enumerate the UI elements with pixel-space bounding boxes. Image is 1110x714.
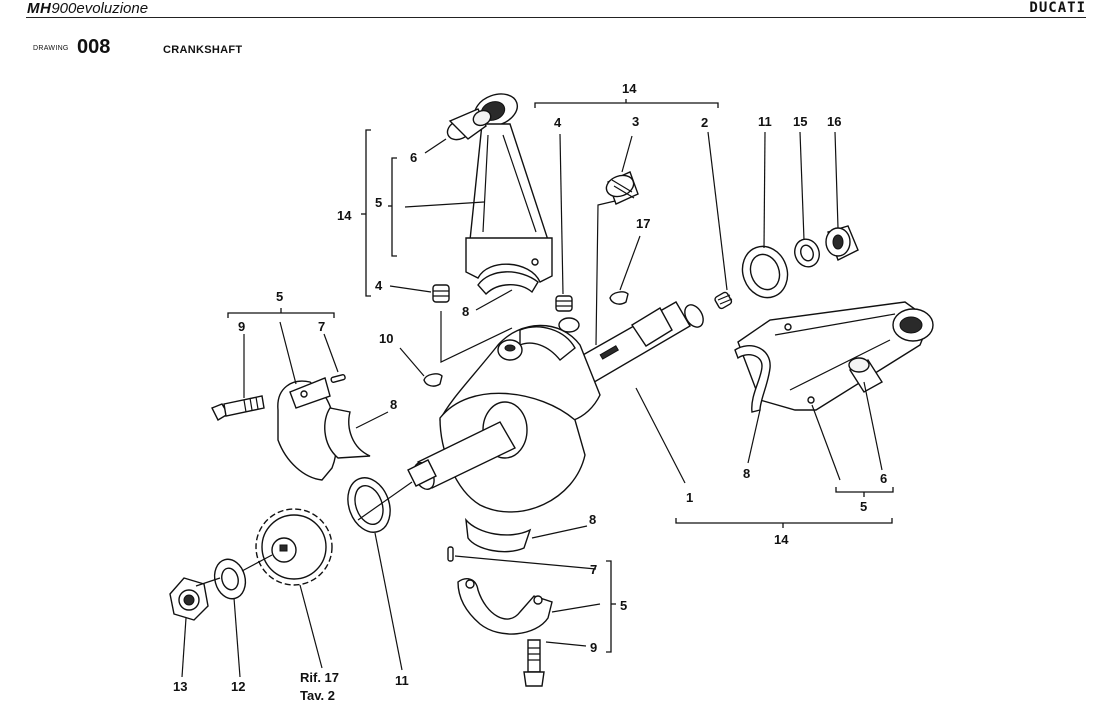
- main-cap-lower: [457, 578, 553, 635]
- model-name-bold: MH: [27, 0, 52, 17]
- callout-5-lower: 5: [620, 598, 627, 613]
- bearing-shell-lower: [465, 517, 532, 553]
- callout-2-top: 2: [701, 115, 708, 130]
- callout-17: 17: [636, 216, 650, 231]
- callout-3-top: 3: [632, 114, 639, 129]
- callout-5-left: 5: [375, 195, 382, 210]
- bolt-9-lower: [523, 639, 545, 687]
- page-header: MH900evoluzione DUCATI: [0, 0, 1110, 18]
- callout-8-left: 8: [462, 304, 469, 319]
- drawing-number: 008: [77, 36, 111, 58]
- connecting-rod-right: [737, 301, 934, 411]
- plug-2: [714, 291, 733, 310]
- callout-14-top: 14: [622, 81, 637, 96]
- callout-rif-line1: Rif. 17: [300, 670, 339, 685]
- callout-rif-line2: Tav. 2: [300, 688, 335, 703]
- bearing-shell-cap-left: [324, 407, 371, 459]
- callout-9-lower: 9: [590, 640, 597, 655]
- drawing-title: CRANKSHAFT: [163, 44, 243, 56]
- group-brackets: [227, 99, 894, 653]
- bearing-shell-upper: [477, 271, 539, 296]
- crankshaft: [407, 301, 704, 513]
- model-name-rest: 900evoluzione: [51, 0, 149, 17]
- callout-7-left: 7: [318, 319, 325, 334]
- callout-11-lower: 11: [395, 673, 409, 688]
- callout-4-left: 4: [375, 278, 383, 293]
- grub-screw-4-left: [432, 284, 450, 303]
- callout-1: 1: [686, 490, 693, 505]
- leader-lines: [181, 131, 883, 678]
- header-rule: [26, 17, 1086, 18]
- connecting-rod-upper: [446, 93, 553, 283]
- grub-screw-4-top: [555, 295, 573, 312]
- model-name: MH900evoluzione: [27, 0, 148, 17]
- bolt-9-left: [211, 395, 265, 421]
- callout-7-lower: 7: [590, 562, 597, 577]
- callout-6-right: 6: [880, 471, 887, 486]
- callout-5-group: 5: [276, 289, 283, 304]
- brand-logo: DUCATI: [1029, 0, 1086, 16]
- callout-8-right: 8: [743, 466, 750, 481]
- dowel-7-lower: [447, 546, 454, 562]
- bearing-shell-right: [734, 345, 771, 413]
- shim-11-lower: [347, 477, 391, 533]
- drawing-label: DRAWING: [33, 45, 69, 52]
- callout-12: 12: [231, 679, 245, 694]
- callout-labels: 14 4 3 2 11 15 16 6 5 14 17 4 8 5 9 7 10…: [173, 81, 887, 703]
- callout-9-left: 9: [238, 319, 245, 334]
- key-17: [609, 291, 629, 305]
- nut-13: [169, 577, 209, 621]
- key-10: [423, 373, 443, 387]
- callout-14-left: 14: [337, 208, 352, 223]
- callout-13: 13: [173, 679, 187, 694]
- callout-15-top: 15: [793, 114, 807, 129]
- dowel-7-left: [330, 374, 346, 383]
- callout-6-left: 6: [410, 150, 417, 165]
- callout-11-top: 11: [758, 114, 772, 129]
- callout-4-top: 4: [554, 115, 562, 130]
- washer-15: [794, 238, 820, 268]
- timing-gear: [255, 508, 333, 586]
- plug-3: [605, 171, 639, 205]
- callout-16-top: 16: [827, 114, 841, 129]
- callout-14-right: 14: [774, 532, 789, 547]
- callout-5-right: 5: [860, 499, 867, 514]
- nut-16: [825, 225, 859, 261]
- callout-8-lower: 8: [589, 512, 596, 527]
- washer-12: [213, 558, 247, 600]
- callout-8-cap: 8: [390, 397, 397, 412]
- main-cap-left: [277, 377, 338, 481]
- shim-11-top: [741, 245, 789, 299]
- callout-10: 10: [379, 331, 393, 346]
